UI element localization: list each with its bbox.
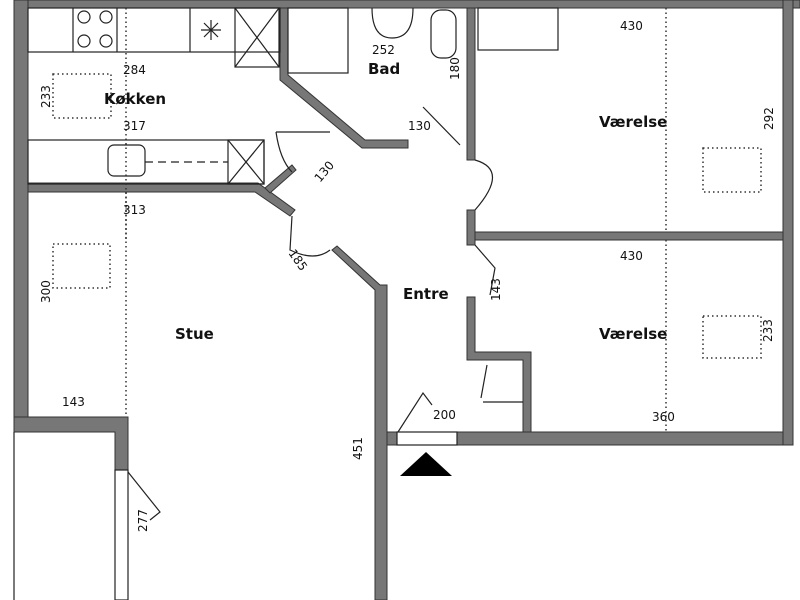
wall-entrance-living [331,245,388,600]
dim-living-door: 185 [286,247,311,274]
dim-entrance-door: 200 [433,408,456,422]
dim-bedroom2-depth: 233 [761,319,775,342]
wall-bath [279,7,409,149]
stove-icon [77,10,113,48]
dim-bedroom2-width-bottom: 360 [652,410,675,424]
dim-bedroom1-width: 430 [620,19,643,33]
dim-bedroom1-depth: 292 [762,107,776,130]
fan-icon [201,20,221,40]
wall-bedroom-bottom [456,431,784,446]
wall-kitchen-stub [264,164,297,194]
toilet-icon [430,9,457,59]
dimensions: 284 233 317 252 180 130 130 430 292 430 … [39,19,776,532]
wall-entry-left [386,431,398,446]
room-label-bath: Bad [368,60,400,78]
dim-kitchen-width-bottom: 317 [123,119,146,133]
shower-icon [287,7,349,74]
dim-bedroom2-width: 430 [620,249,643,263]
wall-bath-bedroom [466,7,476,161]
wall-living-nook [13,416,129,471]
dim-entrance-bedroom-door: 143 [489,278,503,301]
wall-bedroom-entrance [466,209,476,246]
dim-kitchen-width-top: 284 [123,63,146,77]
kitchen-fixtures [27,7,281,240]
room-label-living: Stue [175,325,214,343]
wall-kitchen-living [27,182,296,217]
dim-bath-depth: 180 [448,57,462,80]
table-outline [52,73,112,119]
entrance-arrow-icon [400,452,452,476]
walls [13,0,800,600]
washbasin-icon [371,7,414,39]
room-label-kitchen: Køkken [104,90,166,108]
dim-living-nook: 143 [62,395,85,409]
dim-entrance-length: 451 [351,437,365,460]
wall-between-bedrooms [474,231,784,241]
dim-living-window: 277 [136,509,150,532]
room-label-entrance: Entre [403,285,449,303]
dim-kitchen-door: 130 [312,158,337,185]
dim-bath-width: 252 [372,43,395,57]
room-label-bedroom-2: Værelse [599,325,667,343]
dim-bath-door: 130 [408,119,431,133]
wall-top [13,0,800,9]
cabinet-icon [234,7,280,68]
room-label-bedroom-1: Værelse [599,113,667,131]
wall-left [13,0,29,433]
window [114,469,129,600]
dim-kitchen-depth: 233 [39,85,53,108]
dim-living-width: 313 [123,203,146,217]
dim-living-depth: 300 [39,280,53,303]
wall-right [782,0,794,446]
doors [114,106,523,600]
cabinet-icon [227,139,265,185]
bath-fixtures [287,7,457,74]
wall-closet [466,296,532,433]
